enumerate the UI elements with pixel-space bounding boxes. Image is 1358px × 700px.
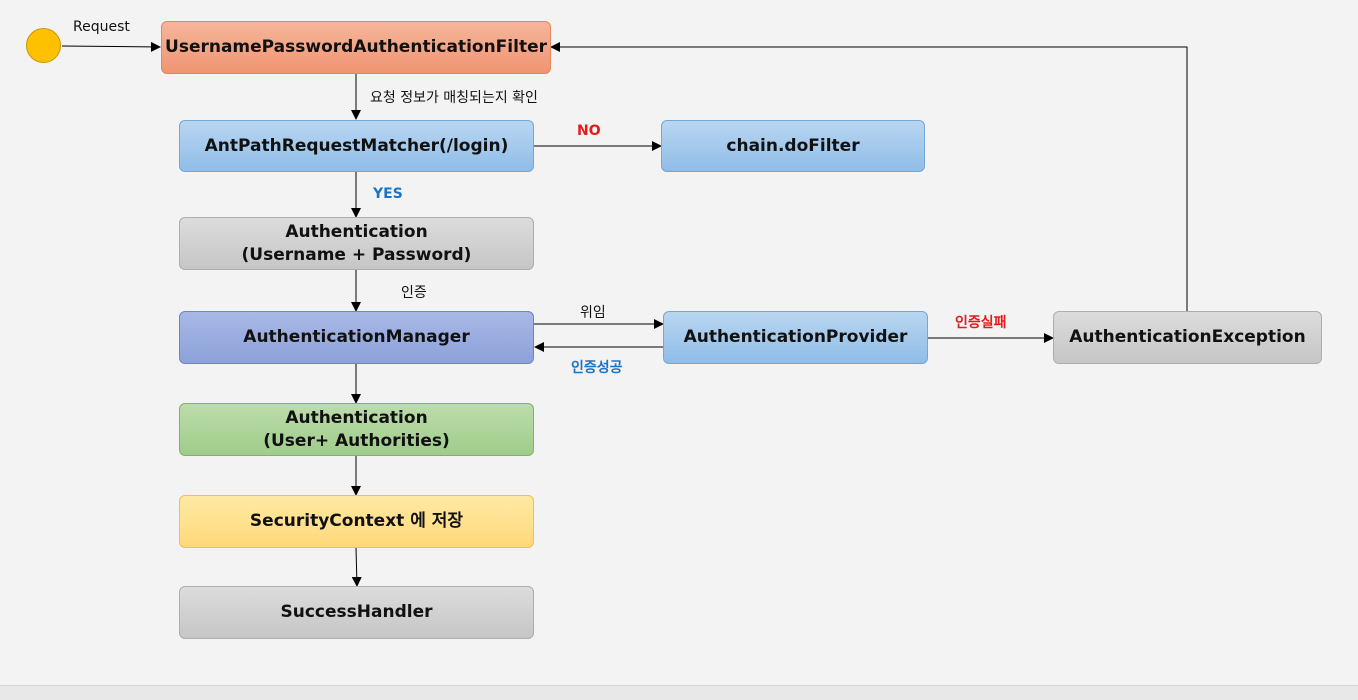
label-auth-success: 인증성공 <box>571 360 623 376</box>
node-authentication-manager: AuthenticationManager <box>179 311 534 364</box>
request-label: Request <box>73 19 130 35</box>
label-check-match: 요청 정보가 매칭되는지 확인 <box>370 90 538 106</box>
node-authentication-request: Authentication (Username + Password) <box>179 217 534 270</box>
node-chain-dofilter: chain.doFilter <box>661 120 925 172</box>
node-authentication-provider: AuthenticationProvider <box>663 311 928 364</box>
edge-exception-to-filter <box>550 42 1188 311</box>
node-success-handler: SuccessHandler <box>179 586 534 639</box>
label-authenticate: 인증 <box>401 285 427 301</box>
label-no: NO <box>577 123 601 139</box>
node-ant-path-request-matcher: AntPathRequestMatcher(/login) <box>179 120 534 172</box>
diagram-canvas: Request UsernamePasswordAuthenticationFi… <box>26 19 1322 639</box>
bottom-bar <box>0 685 1358 700</box>
label-delegate: 위임 <box>580 305 606 321</box>
label-yes: YES <box>373 186 403 202</box>
node-authentication-result: Authentication (User+ Authorities) <box>179 403 534 456</box>
node-security-context: SecurityContext 에 저장 <box>179 495 534 548</box>
edge-context-to-success <box>351 547 362 587</box>
connector-layer <box>61 41 1188 587</box>
node-username-password-filter: UsernamePasswordAuthenticationFilter <box>161 21 551 74</box>
start-circle <box>26 28 61 63</box>
label-auth-fail: 인증실패 <box>955 315 1007 331</box>
node-authentication-exception: AuthenticationException <box>1053 311 1322 364</box>
edge-request-to-filter <box>61 41 161 52</box>
